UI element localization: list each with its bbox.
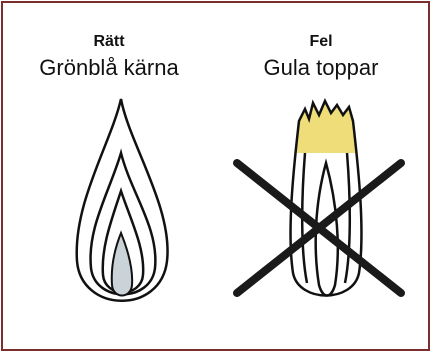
correct-flame-illustration	[3, 3, 215, 349]
correct-flame-core	[112, 233, 132, 296]
correct-flame-panel: Rätt Grönblå kärna	[3, 3, 215, 349]
wrong-flame-panel: Fel Gula toppar	[215, 3, 427, 349]
wrong-flame-middle-right	[345, 153, 350, 283]
wrong-flame-illustration	[215, 3, 427, 349]
